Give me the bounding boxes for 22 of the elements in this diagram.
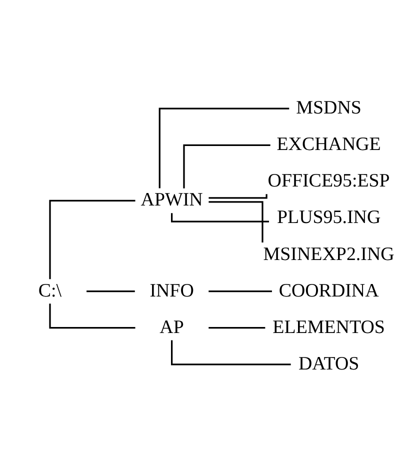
connector: [86, 290, 135, 292]
node-text: ELEMENTOS: [272, 316, 385, 338]
node-text: C:\: [38, 280, 62, 302]
node-text: APWIN: [140, 190, 203, 211]
node-text: MSDNS: [296, 98, 362, 119]
node-text: AP: [160, 316, 184, 338]
connector: [208, 290, 272, 292]
node-text: OFFICE95:ESP: [268, 170, 390, 192]
connector: [171, 340, 291, 366]
node-text: MSINEXP2.ING: [263, 244, 394, 265]
node-text: EXCHANGE: [276, 134, 381, 156]
node-text: INFO: [150, 280, 194, 302]
node-text: PLUS95.ING: [276, 207, 381, 228]
connector: [49, 304, 136, 329]
connector: [208, 201, 264, 243]
connector: [208, 327, 266, 329]
connector: [49, 200, 136, 280]
node-text: DATOS: [298, 353, 360, 374]
node-text: COORDINA: [278, 280, 379, 302]
connector: [158, 108, 290, 188]
connector: [208, 194, 268, 199]
connector: [183, 144, 270, 188]
